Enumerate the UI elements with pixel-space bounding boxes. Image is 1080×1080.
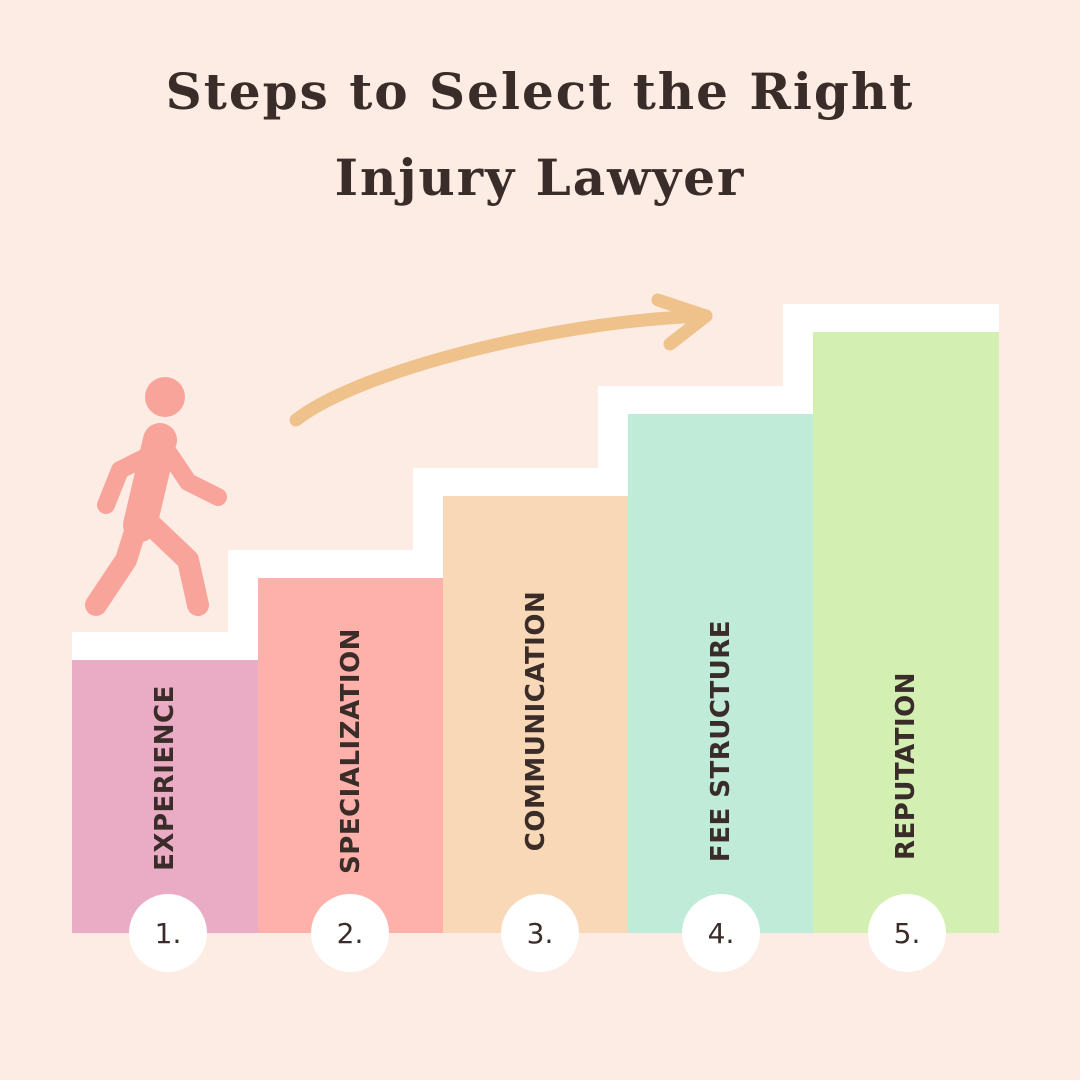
step-number-badge: 3.: [501, 894, 579, 972]
step-bar: [72, 660, 258, 933]
step-top-edge: [598, 386, 813, 414]
step-bar: [628, 414, 813, 933]
step-number-badge: 5.: [868, 894, 946, 972]
step-number-badge: 1.: [129, 894, 207, 972]
page-title-line-1: Steps to Select the Right: [165, 62, 915, 121]
step-top-edge: [783, 304, 999, 332]
step-bar: [813, 332, 999, 933]
step-top-edge: [228, 550, 443, 578]
step-number-badge: 2.: [311, 894, 389, 972]
step-top-edge: [413, 468, 628, 496]
step-top-edge: [72, 632, 258, 660]
page-title-line-2: Injury Lawyer: [334, 148, 746, 207]
step-bar: [443, 496, 628, 933]
step-number-badge: 4.: [682, 894, 760, 972]
step-bar: [258, 578, 443, 933]
